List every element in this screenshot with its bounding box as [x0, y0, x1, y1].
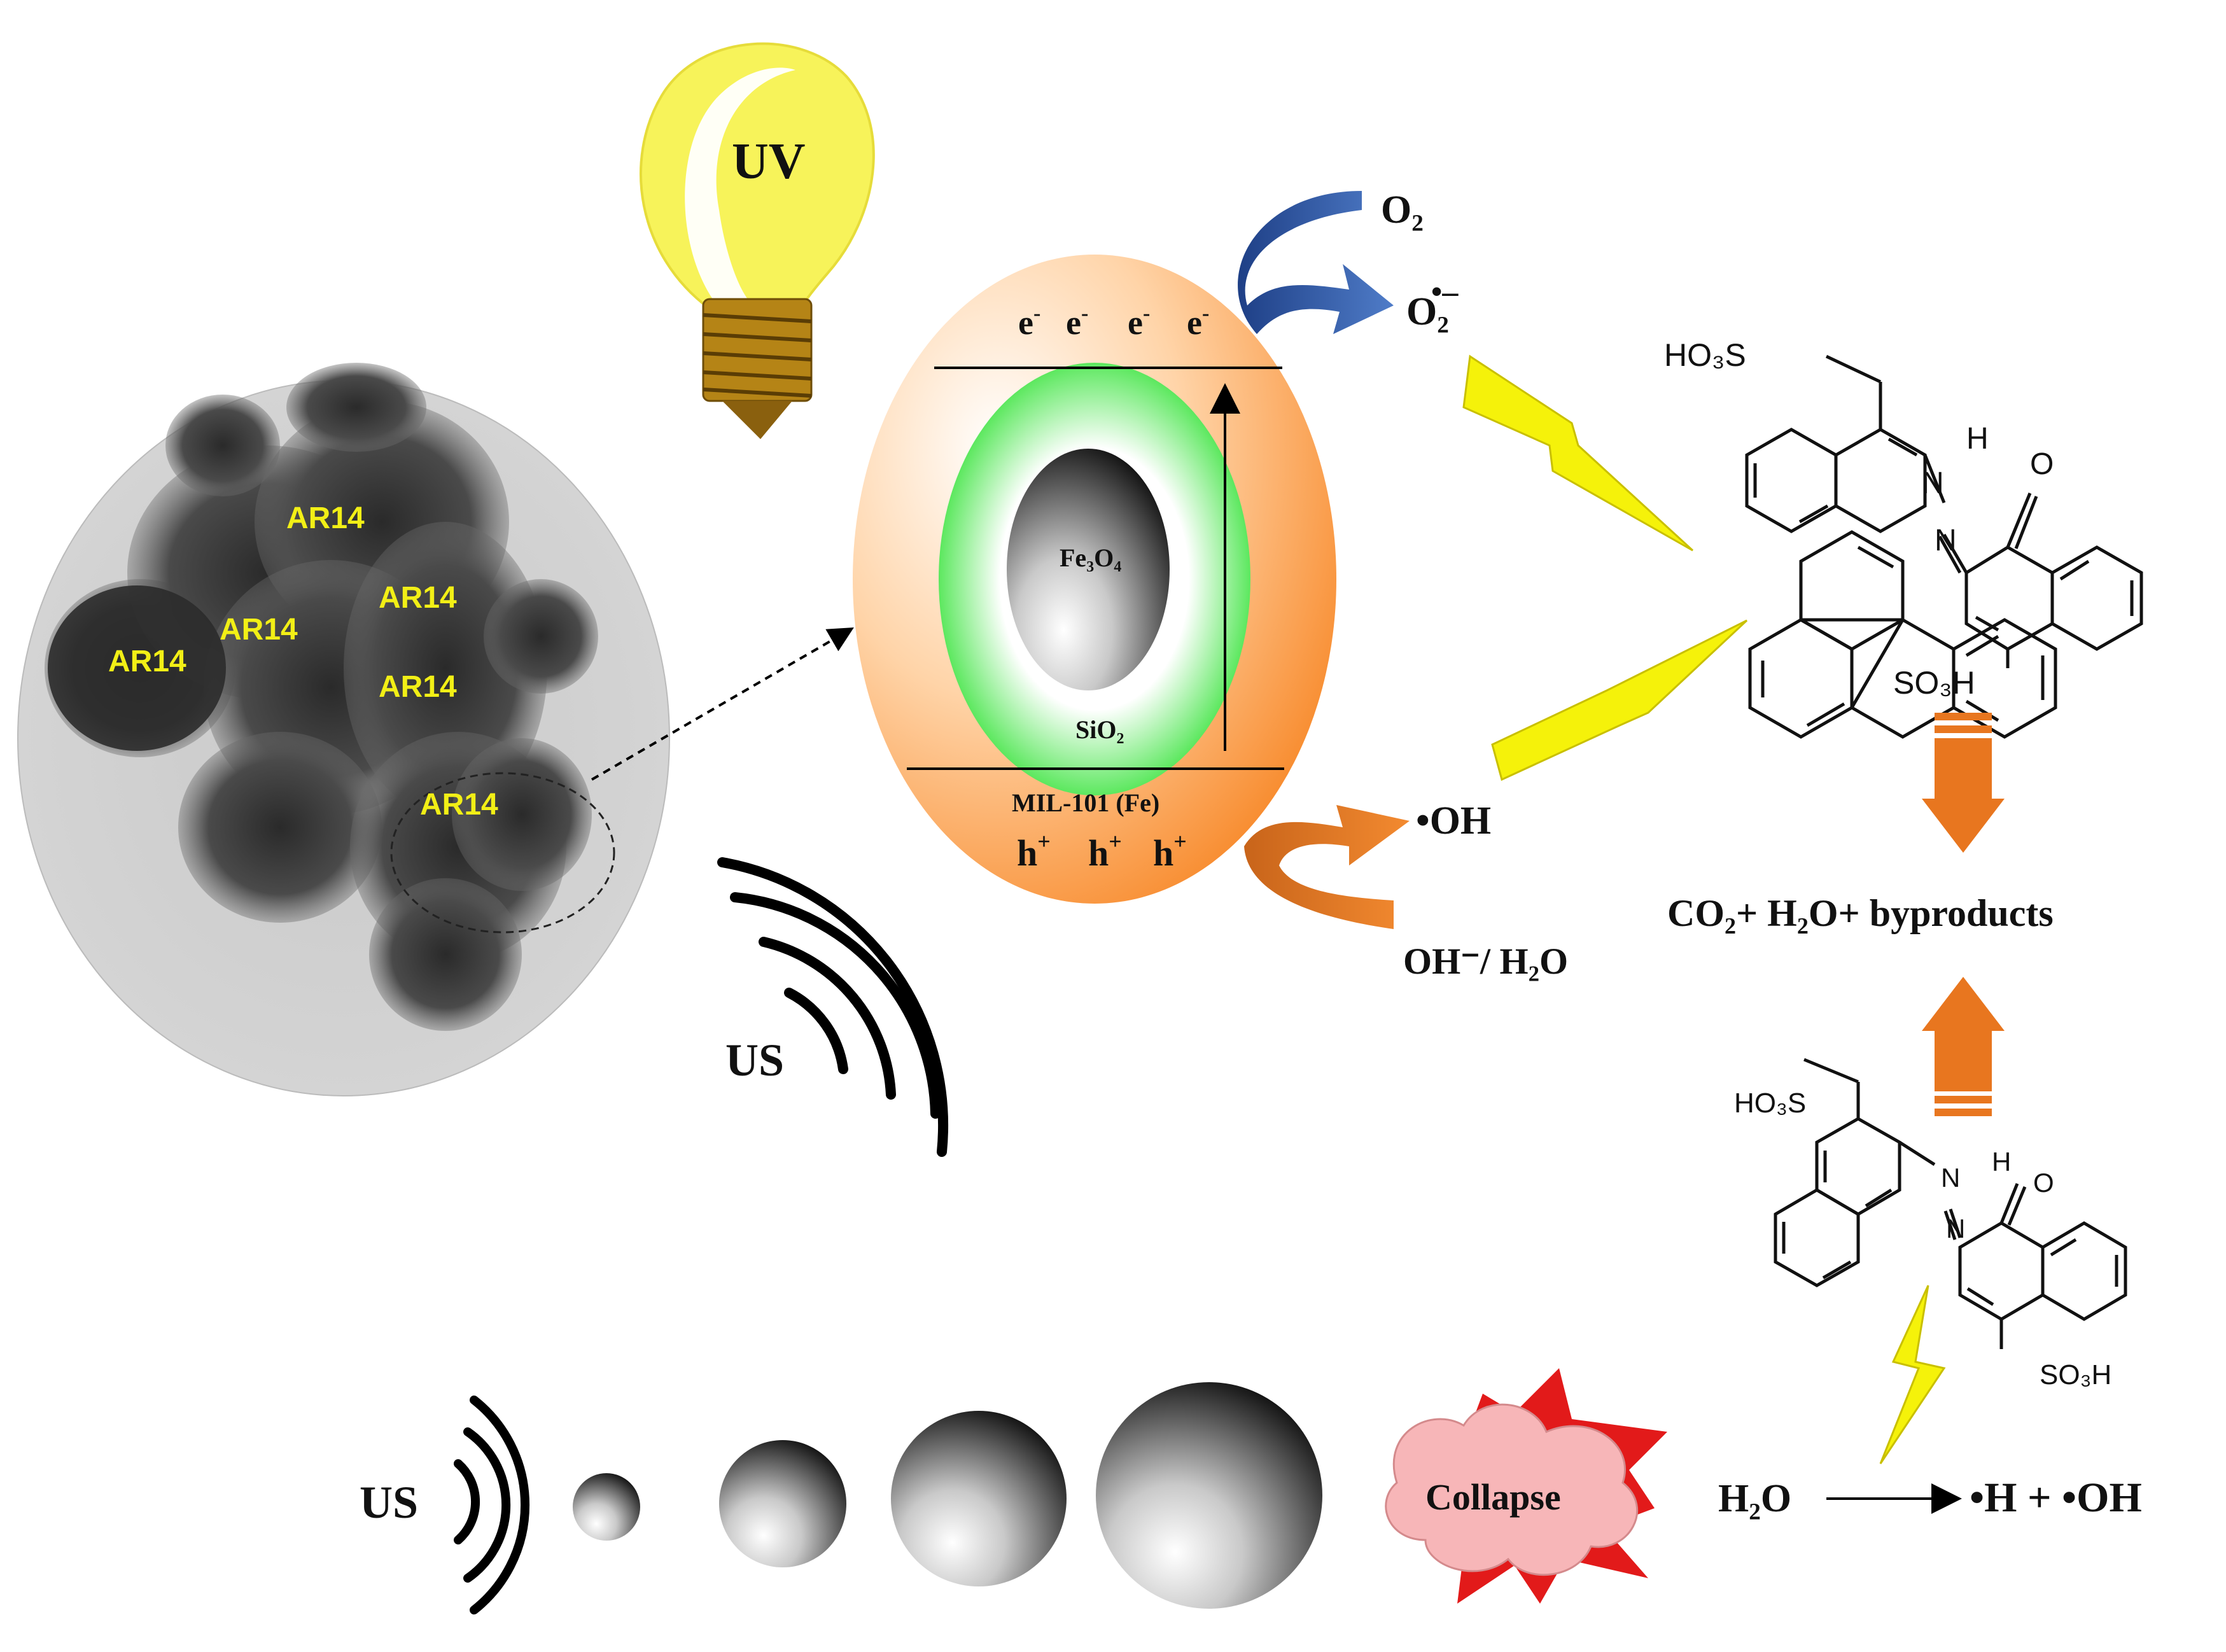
water-label: H₂O [1718, 1477, 1791, 1520]
uv-lamp-icon: UV [640, 42, 875, 439]
radicals-label: •H + •OH [1970, 1474, 2142, 1521]
tem-aggregate [45, 363, 598, 1031]
o-atom: O [2033, 1168, 2054, 1198]
collapse-label: Collapse [1425, 1476, 1561, 1518]
lightning-bolt-icon [1462, 354, 1694, 552]
o-atom: O [2030, 447, 2054, 481]
svg-text:e-: e- [1187, 302, 1209, 342]
holes: h+ h+ h+ [1017, 829, 1187, 874]
core-label: Fe₃O₄ [1060, 543, 1121, 572]
hso3-label: HO₃S [1664, 337, 1746, 373]
framework-label: MIL-101 (Fe) [1012, 788, 1159, 817]
tem-label: AR14 [379, 670, 457, 704]
dye-molecule-top-labels: HO₃S SO₃H N N H O [1664, 337, 2054, 701]
lightning-bolt-icon [1491, 619, 1748, 781]
tem-label: AR14 [379, 581, 457, 615]
dye-molecule-top [1748, 530, 2057, 739]
oxygen-reduction-arrow [1238, 191, 1394, 334]
bubble [1096, 1382, 1322, 1609]
h-atom: H [1992, 1147, 2011, 1177]
bubble [719, 1440, 846, 1567]
down-arrow-icon [1922, 713, 2005, 853]
n-atom: N [1941, 1163, 1960, 1193]
svg-text:h+: h+ [1017, 829, 1051, 874]
superoxide-label: O₂•– [1406, 274, 1459, 333]
lightning-bolt-icon [1879, 1285, 1946, 1464]
hydroxyl-formation-arrow [1244, 805, 1410, 929]
tem-label: AR14 [286, 501, 365, 535]
so3h-label: SO₃H [1893, 665, 1975, 701]
h-atom: H [1966, 422, 1989, 456]
products-label: CO₂+ H₂O+ byproducts [1667, 892, 2054, 934]
dye-molecule-bottom-labels: HO₃S SO₃H N N H O [1734, 1088, 2111, 1390]
ultrasound-waves-icon [717, 857, 948, 1157]
shell-label: SiO₂ [1075, 715, 1124, 744]
tem-label: AR14 [420, 788, 498, 822]
svg-text:h+: h+ [1153, 829, 1187, 874]
dye-molecule-bottom-skeleton [1774, 1058, 2127, 1349]
dye-molecule-top-skeleton [1745, 354, 2143, 668]
us-label: US [725, 1035, 784, 1086]
svg-text:e-: e- [1018, 302, 1040, 342]
hydroxide-water-label: OH⁻/ H₂O [1403, 941, 1568, 982]
tem-image: AR14 AR14 AR14 AR14 AR14 AR14 [17, 363, 670, 1096]
us-label: US [360, 1477, 418, 1528]
svg-text:h+: h+ [1088, 829, 1122, 874]
zoom-arrow [591, 627, 854, 781]
oxygen-label: O₂ [1381, 188, 1424, 232]
bubble [573, 1473, 640, 1541]
collapse-burst-icon: Collapse [1385, 1368, 1667, 1604]
n-atom: N [1946, 1214, 1965, 1243]
tem-label: AR14 [108, 645, 186, 678]
fe3o4-core [1007, 449, 1170, 690]
so3h-label: SO₃H [2040, 1359, 2111, 1390]
uv-label: UV [732, 134, 806, 190]
hydroxyl-label: •OH [1416, 799, 1491, 843]
electrons: e- e- e- e- [1018, 302, 1209, 342]
bubble [891, 1411, 1067, 1586]
tem-label: AR14 [220, 613, 298, 647]
ultrasound-waves-icon [454, 1396, 530, 1614]
lamp-base [702, 298, 813, 439]
svg-text:e-: e- [1128, 302, 1150, 342]
core-shell-particle: Fe₃O₄ SiO₂ MIL-101 (Fe) e- e- e- e- h+ h… [853, 255, 1336, 904]
up-arrow-icon [1922, 977, 2005, 1116]
hso3-label: HO₃S [1734, 1088, 1806, 1119]
selection-circle [390, 772, 615, 934]
svg-text:e-: e- [1066, 302, 1088, 342]
